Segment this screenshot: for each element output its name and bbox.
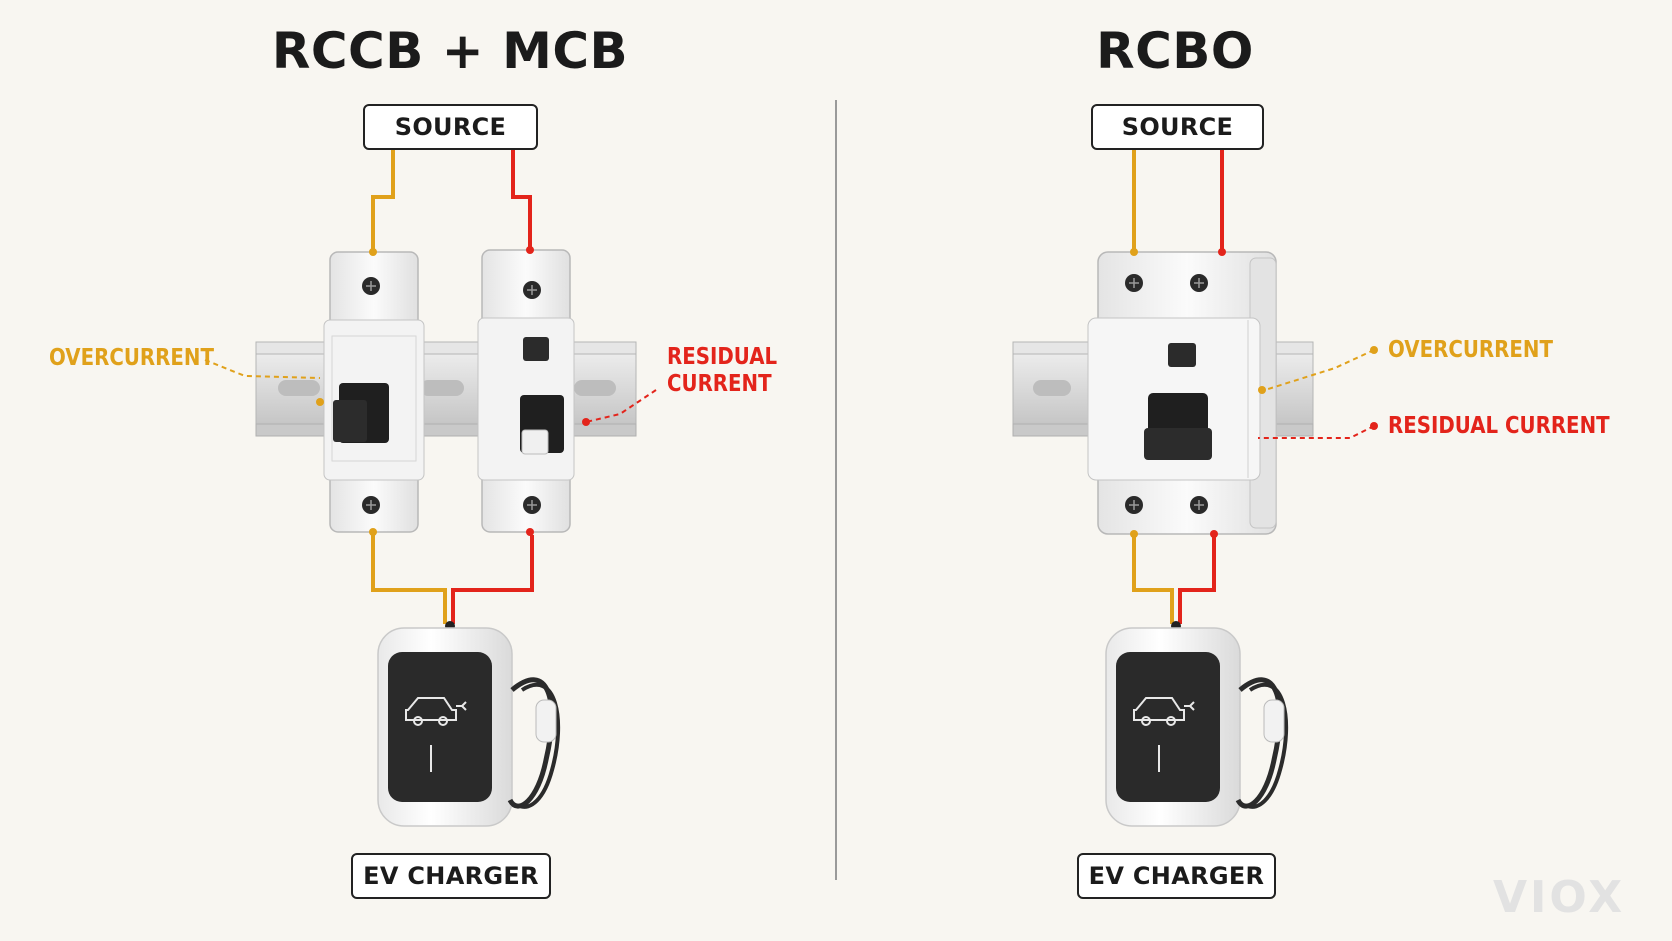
left-ev-charger-box: EV CHARGER — [351, 853, 551, 899]
right-source-box: SOURCE — [1091, 104, 1264, 150]
viox-logo: VIOX — [1493, 872, 1626, 923]
left-residual-label-line2: CURRENT — [667, 371, 772, 397]
left-neutral-wire-top — [511, 150, 532, 250]
right-title: RCBO — [1096, 22, 1254, 80]
left-residual-label-line1: RESIDUAL — [667, 344, 778, 370]
left-residual-leader — [585, 389, 657, 423]
mcb-breaker — [477, 246, 575, 536]
left-overcurrent-label: OVERCURRENT — [49, 345, 214, 371]
right-overcurrent-leader — [1264, 349, 1375, 391]
right-overcurrent-label: OVERCURRENT — [1388, 337, 1553, 363]
right-live-wire-bottom — [1132, 536, 1174, 624]
right-residual-label: RESIDUAL CURRENT — [1388, 413, 1610, 439]
rcbo-breaker — [1087, 248, 1277, 538]
left-title: RCCB + MCB — [271, 22, 629, 80]
left-live-wire-top — [371, 150, 395, 250]
right-ev-charger-device — [1105, 627, 1289, 827]
left-overcurrent-leader — [204, 359, 321, 379]
rccb-breaker — [323, 248, 425, 536]
left-din-rail — [255, 341, 637, 437]
left-live-wire-bottom — [371, 535, 447, 624]
left-ev-charger-device — [377, 627, 561, 827]
right-neutral-wire-bottom — [1178, 536, 1216, 624]
left-neutral-wire-bottom — [451, 535, 534, 624]
right-ev-charger-box: EV CHARGER — [1077, 853, 1276, 899]
left-source-box: SOURCE — [363, 104, 538, 150]
